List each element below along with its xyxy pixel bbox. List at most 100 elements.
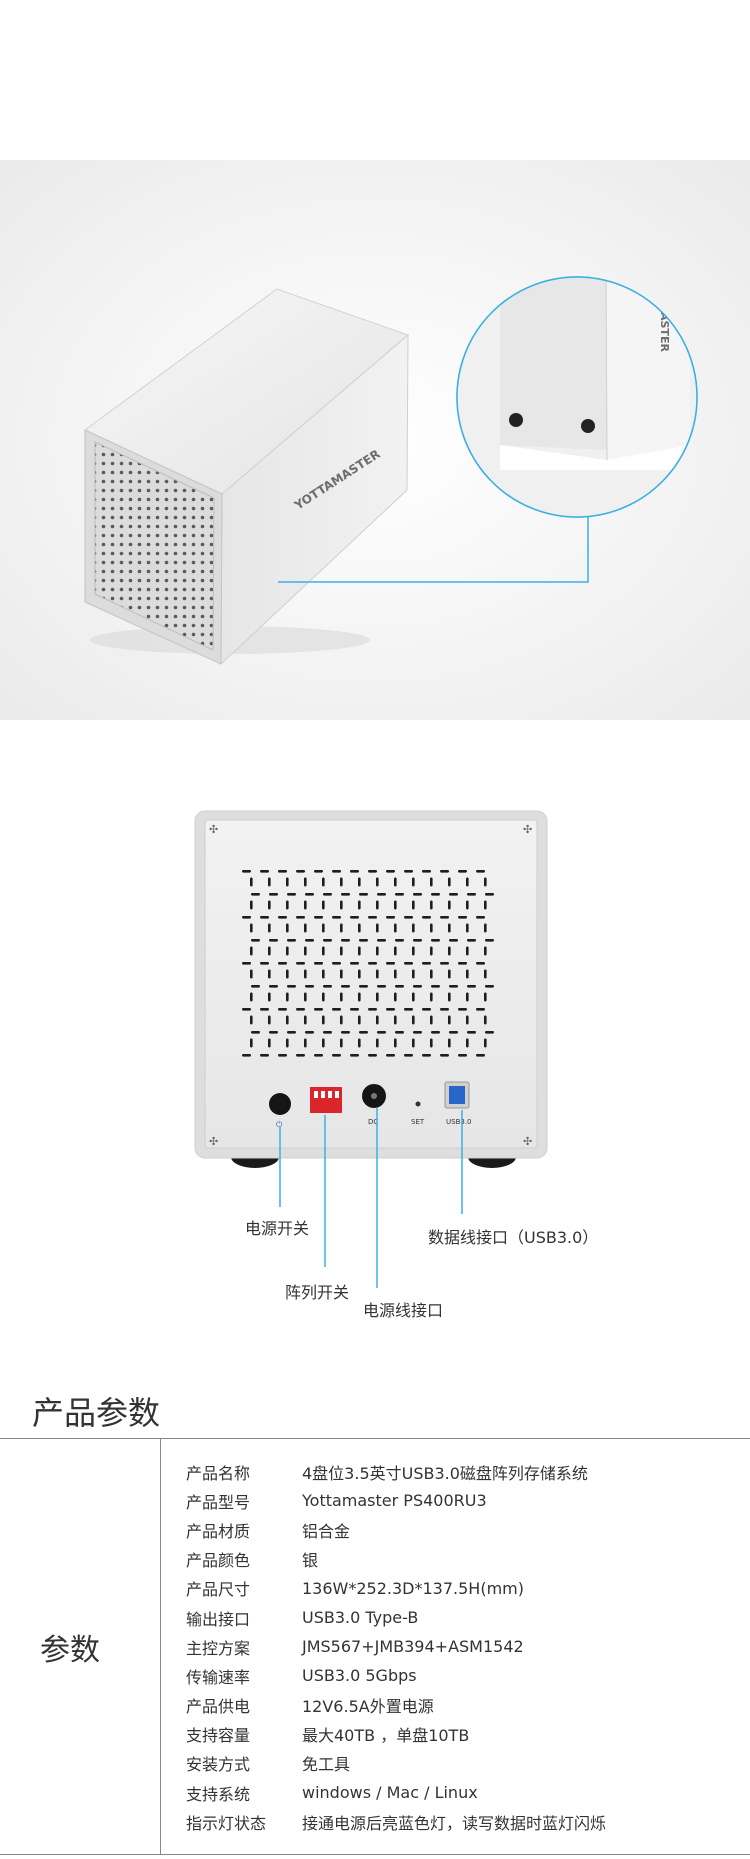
vent-slot bbox=[476, 870, 485, 873]
svg-text:✣: ✣ bbox=[523, 823, 532, 836]
vent-slot bbox=[395, 939, 404, 942]
vent-slot bbox=[340, 1015, 343, 1025]
vent-slot bbox=[413, 1031, 422, 1034]
vent-slot bbox=[376, 900, 379, 910]
vent-slot bbox=[286, 946, 289, 956]
vent-slot bbox=[305, 1031, 314, 1034]
spec-key: 主控方案 bbox=[186, 1638, 251, 1658]
vent-slot bbox=[431, 893, 440, 896]
vent-slot bbox=[422, 1008, 431, 1011]
vent-slot bbox=[476, 1054, 485, 1057]
vent-slot bbox=[368, 916, 377, 919]
vent-slot bbox=[340, 946, 343, 956]
vent-slot bbox=[358, 946, 361, 956]
vent-slot bbox=[467, 985, 476, 988]
spec-row: 产品材质铝合金 bbox=[186, 1515, 606, 1544]
callout-array-switch: 阵列开关 bbox=[285, 1283, 350, 1302]
spec-key: 传输速率 bbox=[186, 1667, 251, 1687]
dc-label: DC bbox=[368, 1118, 378, 1126]
vent-slot bbox=[314, 1008, 323, 1011]
vent-slot bbox=[260, 870, 269, 873]
vent-slot bbox=[458, 1008, 467, 1011]
vent-slot bbox=[448, 969, 451, 979]
vent-slot bbox=[458, 916, 467, 919]
vent-slot bbox=[242, 870, 251, 873]
vent-slot bbox=[431, 939, 440, 942]
vent-slot bbox=[485, 1031, 494, 1034]
vent-slot bbox=[296, 916, 305, 919]
vent-slot bbox=[448, 877, 451, 887]
spec-row: 支持容量最大40TB ，单盘10TB bbox=[186, 1720, 606, 1749]
vent-slot bbox=[350, 962, 359, 965]
vent-slot bbox=[251, 939, 260, 942]
vent-slot bbox=[260, 916, 269, 919]
vent-slot bbox=[386, 1008, 395, 1011]
vent-slot bbox=[440, 870, 449, 873]
spec-value: JMS567+JMB394+ASM1542 bbox=[302, 1637, 524, 1657]
vent-slot bbox=[269, 939, 278, 942]
vent-slot bbox=[466, 923, 469, 933]
vent-slot bbox=[305, 985, 314, 988]
vent-slot bbox=[395, 1031, 404, 1034]
vent-slot bbox=[268, 946, 271, 956]
callout-power-port: 电源线接口 bbox=[363, 1301, 444, 1320]
spec-key: 支持容量 bbox=[186, 1726, 251, 1746]
vent-slot bbox=[376, 877, 379, 887]
vent-slot bbox=[340, 992, 343, 1002]
vent-slot bbox=[305, 939, 314, 942]
vent-slot bbox=[448, 1038, 451, 1048]
vent-slot bbox=[430, 969, 433, 979]
vent-slot bbox=[250, 946, 253, 956]
vent-slot bbox=[359, 1031, 368, 1034]
vent-slot bbox=[304, 923, 307, 933]
vent-slot bbox=[467, 1031, 476, 1034]
vent-slot bbox=[466, 877, 469, 887]
spec-row: 主控方案 JMS567+JMB394+ASM1542 bbox=[186, 1632, 606, 1661]
vent-slot bbox=[422, 870, 431, 873]
vent-slot bbox=[376, 946, 379, 956]
vent-slot bbox=[323, 939, 332, 942]
spec-group-label: 参数 bbox=[40, 1633, 100, 1668]
vent-slot bbox=[484, 946, 487, 956]
vent-slot bbox=[422, 962, 431, 965]
spec-value: 铝合金 bbox=[302, 1521, 351, 1541]
vent-slot bbox=[278, 1008, 287, 1011]
vent-slot bbox=[404, 916, 413, 919]
vent-slot bbox=[430, 923, 433, 933]
vent-slot bbox=[466, 946, 469, 956]
vent-slot bbox=[377, 1031, 386, 1034]
product-perspective-illustration: YOTTAMASTER ASTER bbox=[84, 276, 698, 666]
spec-key: 产品型号 bbox=[186, 1492, 251, 1512]
vent-slot bbox=[466, 969, 469, 979]
vent-slot bbox=[286, 992, 289, 1002]
vent-slot bbox=[484, 1015, 487, 1025]
vent-slot bbox=[250, 877, 253, 887]
vent-slot bbox=[359, 893, 368, 896]
vent-slot bbox=[332, 1054, 341, 1057]
spec-value: windows / Mac / Linux bbox=[302, 1783, 478, 1803]
vent-slot bbox=[484, 969, 487, 979]
vent-slot bbox=[448, 900, 451, 910]
vent-slot bbox=[359, 939, 368, 942]
vent-slot bbox=[467, 893, 476, 896]
spec-row: 产品颜色银 bbox=[186, 1545, 606, 1574]
vent-slot bbox=[314, 870, 323, 873]
vent-slot bbox=[286, 900, 289, 910]
vent-slot bbox=[412, 900, 415, 910]
spec-value: 136W*252.3D*137.5H(mm) bbox=[302, 1578, 524, 1598]
vent-slot bbox=[322, 992, 325, 1002]
vent-slot bbox=[485, 985, 494, 988]
svg-text:✣: ✣ bbox=[209, 823, 218, 836]
vent-slot bbox=[386, 916, 395, 919]
vent-slot bbox=[332, 870, 341, 873]
vent-slot bbox=[286, 1038, 289, 1048]
vent-slot bbox=[304, 900, 307, 910]
vent-slot bbox=[394, 1015, 397, 1025]
vent-slot bbox=[250, 969, 253, 979]
vent-slot bbox=[322, 900, 325, 910]
vent-slot bbox=[304, 877, 307, 887]
vent-slot bbox=[340, 969, 343, 979]
vent-slot bbox=[449, 985, 458, 988]
